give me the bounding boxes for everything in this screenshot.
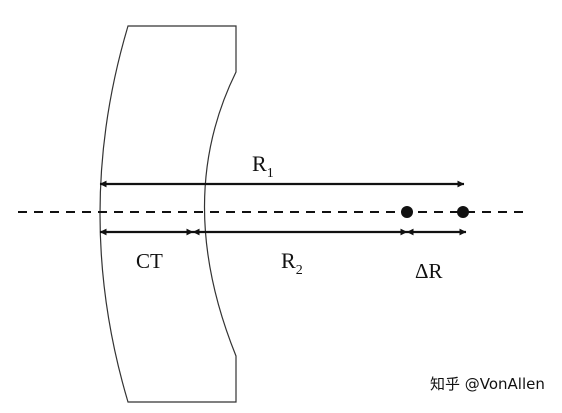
ct-label: CT bbox=[136, 249, 163, 273]
r2-label-main: R bbox=[281, 248, 296, 273]
watermark-text: 知乎 @VonAllen bbox=[430, 375, 545, 393]
r1-label-main: R bbox=[252, 151, 267, 176]
r1-label-sub: 1 bbox=[267, 166, 274, 181]
r2-center-point bbox=[401, 206, 413, 218]
r2-label: R2 bbox=[281, 248, 303, 278]
r1-label: R1 bbox=[252, 151, 274, 181]
delta-r-label: ΔR bbox=[415, 259, 443, 283]
r1-center-point bbox=[457, 206, 469, 218]
r2-label-sub: 2 bbox=[296, 263, 303, 278]
lens-outline bbox=[99, 25, 237, 403]
